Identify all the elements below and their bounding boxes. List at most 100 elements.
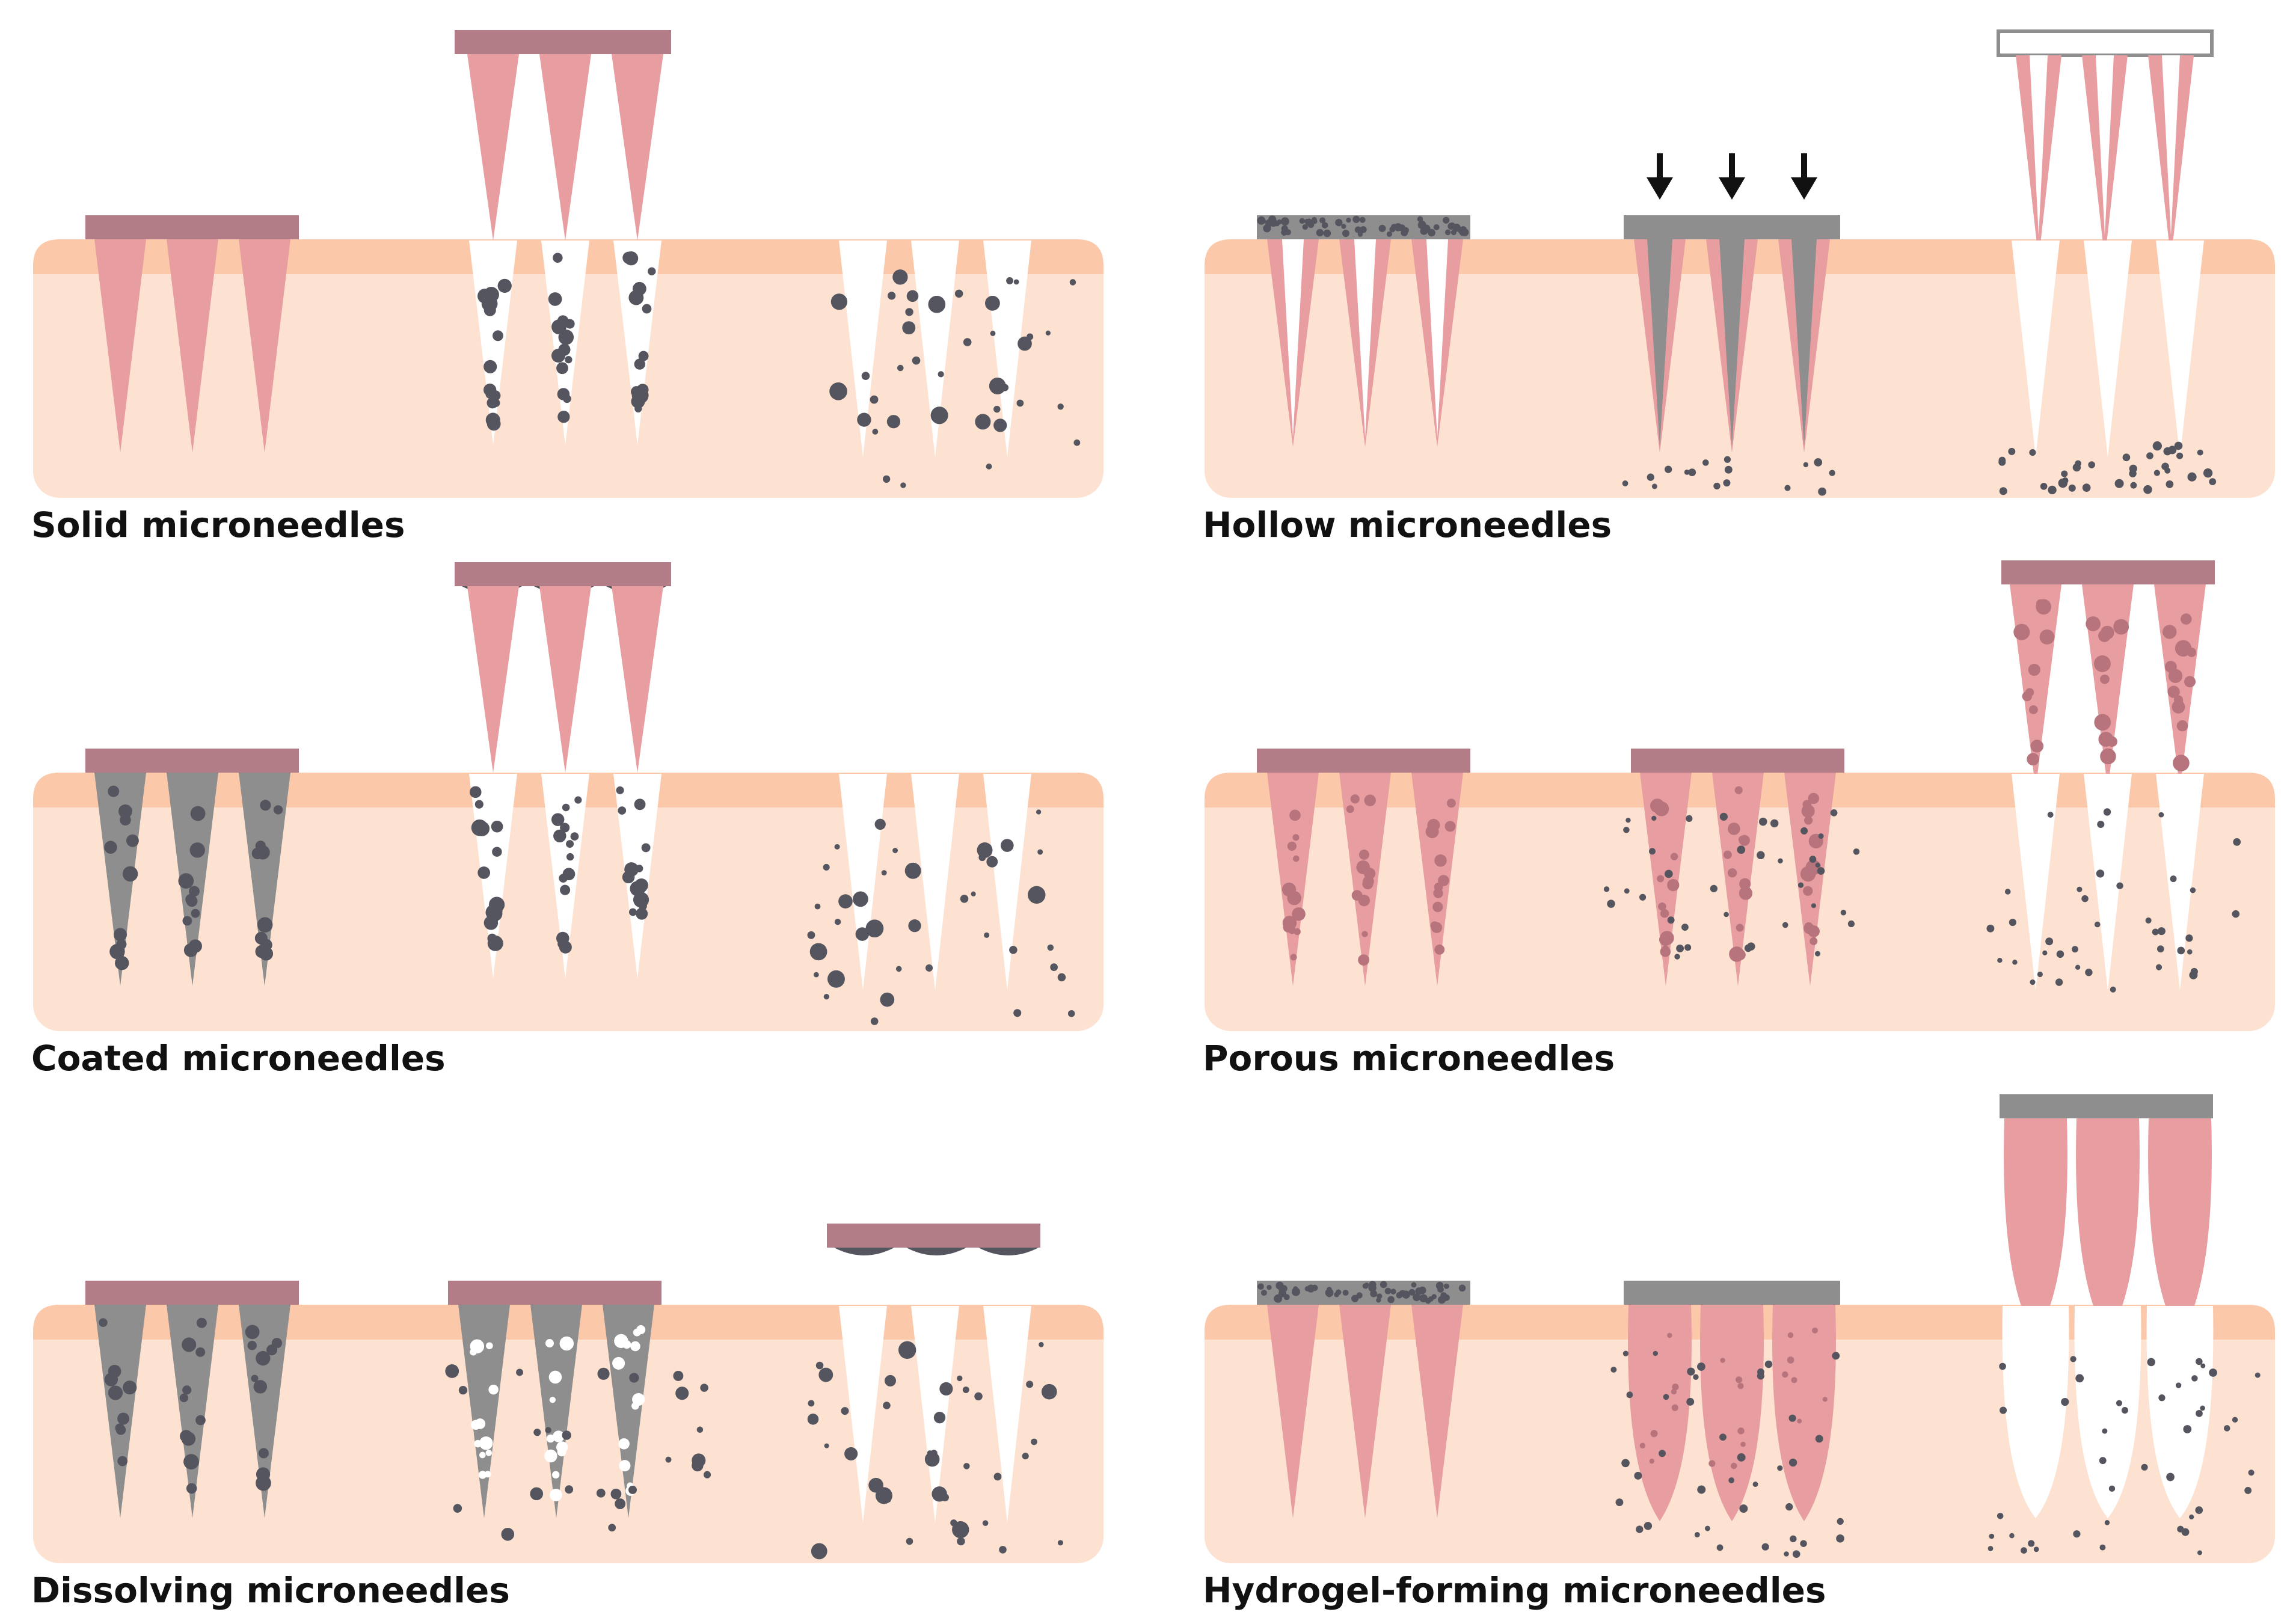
drug-particle [1334,1292,1340,1298]
drug-particle [1269,218,1278,227]
caption-hydrogel-forming-microneedles: Hydrogel-forming microneedles [1203,1570,1826,1611]
drug-particle [1039,1342,1044,1347]
dissolved-patch-base [827,1224,1040,1248]
drug-particle [1713,482,1721,490]
drug-particle [2075,964,2081,970]
drug-particle [260,800,271,811]
drug-particle [1785,1503,1793,1511]
drug-particle [952,1521,969,1539]
microchannel [2002,1306,2069,1518]
drug-particle [2061,1397,2069,1406]
drug-particle [491,820,503,833]
drug-particle [1427,818,1440,832]
drug-particle [562,1430,571,1440]
drug-particle [1625,817,1631,823]
drug-particle [1432,901,1443,913]
drug-particle [1026,1380,1034,1388]
drug-particle [963,1463,970,1469]
drug-particle [2197,1550,2203,1555]
drug-particle [2100,625,2114,640]
drug-particle [1057,403,1064,410]
drug-particle [1415,1287,1423,1295]
drug-particle [1434,854,1447,867]
drug-particle [1660,909,1669,918]
drug-particle [1430,921,1439,930]
drug-particle [2116,1400,2122,1406]
drug-particle [178,873,194,889]
dissolving-needle [458,1305,510,1518]
drug-particle [900,482,906,488]
drug-particle [1342,1290,1349,1296]
drug-particle [1648,848,1656,855]
drug-particle [1260,1290,1267,1296]
drug-particle [2075,1374,2084,1383]
needle [1411,1305,1463,1518]
drug-particle [2073,1530,2081,1538]
panel-solid [33,30,1104,498]
coated-needle [94,773,146,986]
drug-particle [930,1450,938,1457]
drug-particle [1739,886,1753,900]
drug-particle [2009,918,2016,927]
caption-porous-microneedles: Porous microneedles [1203,1038,1615,1079]
drug-particle [1784,485,1791,491]
drug-particle [559,1336,574,1351]
drug-particle [881,870,887,876]
panel-hollow [1205,29,2275,498]
drug-particle [1351,890,1363,901]
drug-particle [2244,1487,2252,1494]
drug-particle [1364,794,1376,806]
drug-particle [1386,231,1392,237]
drug-particle [493,330,503,342]
drug-particle [258,1448,269,1459]
patch-base [85,749,299,773]
drug-particle [1693,1374,1699,1380]
drug-particle [1639,1442,1646,1449]
drug-particle [1814,951,1821,957]
drug-particle [259,946,274,961]
drug-filled-bore [1647,239,1672,447]
drug-particle [1817,867,1825,875]
drug-particle [1847,920,1855,928]
drug-particle [486,1342,493,1350]
drug-particle [2177,1525,2184,1533]
drug-particle [1988,1546,1994,1551]
drug-particle [1681,924,1689,931]
drug-particle [1815,862,1820,868]
drug-particle [115,1424,126,1435]
drug-particle [251,1374,259,1382]
drug-particle [993,405,1001,413]
drug-particle [619,1460,631,1472]
drug-particle [551,813,565,826]
drug-particle [631,387,649,404]
drug-particle [485,1450,493,1456]
drug-particle [1437,1286,1444,1293]
microchannel [911,241,959,457]
drug-particle [974,1392,983,1401]
drug-particle [182,1337,197,1352]
drug-particle [122,866,138,882]
drug-particle [530,1487,544,1501]
caption-solid-microneedles: Solid microneedles [31,504,405,545]
drug-particle [703,1471,711,1478]
drug-particle [2177,946,2185,955]
drug-particle [1672,1383,1679,1391]
drug-particle [1282,916,1297,930]
drug-particle [861,372,870,380]
drug-particle [2255,1372,2261,1378]
drug-particle [182,916,192,926]
drug-particle [2104,1520,2110,1525]
drug-particle [2176,452,2184,459]
drug-particle [474,800,483,809]
drug-particle [1326,1292,1332,1298]
drug-particle [2184,676,2196,688]
drug-particle [179,1393,188,1403]
drug-particle [1676,945,1684,952]
drug-particle [2185,934,2193,942]
microchannel [2156,241,2204,457]
coating-residue [834,1248,894,1255]
diagram-artwork [33,29,2275,1563]
drug-particle [622,251,635,265]
needle [612,54,663,241]
needle [539,54,591,241]
